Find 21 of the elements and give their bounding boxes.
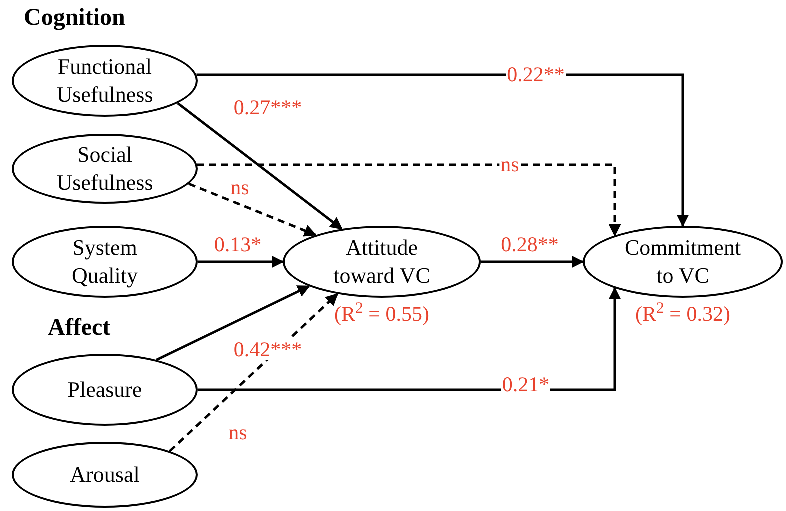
group-heading: Cognition — [24, 6, 126, 30]
r-squared-label: (R$^{2}$ = 0.55) — [334, 304, 430, 325]
construct-name: Arousal — [70, 461, 140, 489]
dashed-arrow — [188, 182, 317, 237]
arrow — [198, 287, 622, 392]
group-heading: Affect — [48, 316, 111, 340]
construct-name: Pleasure — [68, 376, 142, 404]
path-coefficient: 0.42*** — [232, 340, 304, 360]
dashed-arrow — [197, 164, 622, 237]
construct-name: Functional Usefulness — [56, 53, 154, 109]
construct-name: Commitment to VC — [624, 234, 742, 290]
construct-name: Social Usefulness — [56, 141, 154, 197]
dashed-arrow — [169, 293, 338, 452]
r-squared-label: (R$^{2}$ = 0.32) — [636, 304, 730, 325]
arrow — [481, 256, 584, 268]
construct-name: System Quality — [71, 234, 139, 290]
arrow — [198, 256, 284, 268]
arrow — [177, 102, 343, 230]
arrow — [196, 74, 690, 228]
construct-name: Attitude toward VC — [332, 234, 432, 290]
arrow — [156, 285, 310, 362]
